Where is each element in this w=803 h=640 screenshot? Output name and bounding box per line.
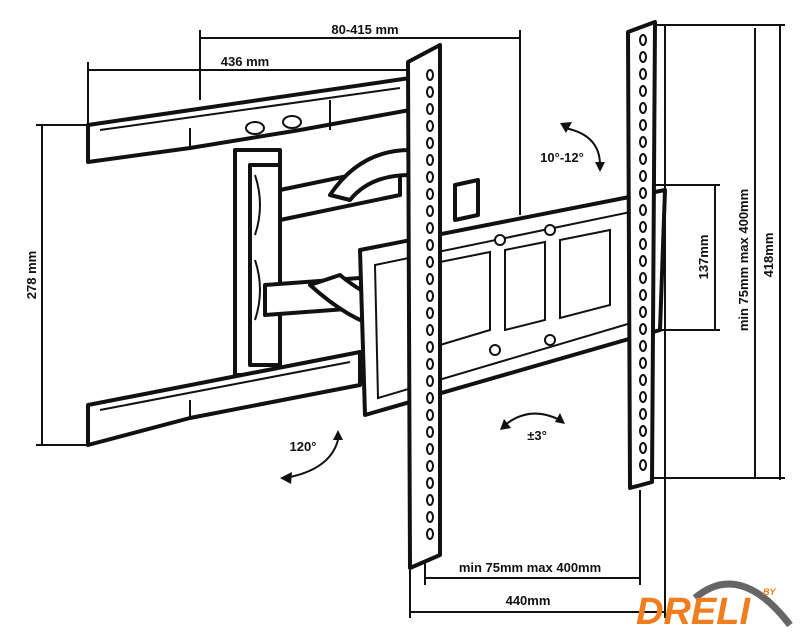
rail-hole — [426, 137, 434, 149]
logo-swoosh — [692, 580, 793, 628]
logo-text: DRELI — [636, 591, 751, 633]
rail-height-label: 418mm — [761, 233, 776, 278]
arm-extension-label: 80-415 mm — [331, 22, 398, 37]
rail-hole — [426, 324, 434, 336]
plate-width-label: 440mm — [506, 593, 551, 608]
rail-hole — [426, 222, 434, 234]
rail-hole — [639, 102, 647, 114]
rail-hole — [639, 136, 647, 148]
rail-hole — [426, 375, 434, 387]
rail-hole — [639, 204, 647, 216]
vesa-vertical-label: min 75mm max 400mm — [736, 189, 751, 331]
rail-hole — [426, 273, 434, 285]
rail-hole — [426, 358, 434, 370]
vertical-rail-left — [406, 43, 442, 570]
rail-hole — [639, 68, 647, 80]
rail-hole — [639, 238, 647, 250]
rail-hole — [426, 86, 434, 98]
tilt-arrow-icon — [560, 122, 605, 172]
rail-hole — [426, 239, 434, 251]
rail-hole — [426, 205, 434, 217]
rail-hole — [639, 255, 647, 267]
rail-hole — [639, 51, 647, 63]
vertical-rail-right — [626, 20, 657, 490]
rail-hole — [639, 323, 647, 335]
rail-hole — [426, 477, 434, 489]
rail-hole — [639, 272, 647, 284]
rail-hole — [426, 103, 434, 115]
rail-hole — [639, 85, 647, 97]
rail-hole — [426, 120, 434, 132]
wall-plate-height-label: 278 mm — [24, 251, 39, 299]
rail-hole — [639, 153, 647, 165]
vesa-horizontal-label: min 75mm max 400mm — [459, 560, 601, 575]
rail-hole — [426, 307, 434, 319]
upper-arm — [86, 76, 412, 222]
rail-hole — [639, 34, 647, 46]
rail-hole — [639, 391, 647, 403]
rail-hole — [426, 290, 434, 302]
rail-hole — [426, 188, 434, 200]
rail-hole — [639, 170, 647, 182]
rail-hole — [426, 171, 434, 183]
dreli-logo: DRELI BY — [636, 580, 793, 633]
rail-hole — [639, 357, 647, 369]
tilt-label: 10°-12° — [540, 150, 584, 165]
level-arrow-icon — [500, 412, 565, 430]
rail-hole — [639, 408, 647, 420]
rail-hole — [639, 289, 647, 301]
rail-hole — [426, 341, 434, 353]
dimension-lines — [36, 24, 785, 618]
arm-length-label: 436 mm — [221, 54, 269, 69]
rail-hole — [639, 425, 647, 437]
rail-hole — [426, 256, 434, 268]
rail-hole — [426, 443, 434, 455]
rail-hole — [639, 306, 647, 318]
rail-hole — [426, 392, 434, 404]
level-adjust-label: ±3° — [527, 428, 547, 443]
rail-hole — [426, 528, 434, 540]
rail-hole — [639, 187, 647, 199]
rail-hole — [426, 460, 434, 472]
swivel-arrow-icon — [280, 430, 343, 484]
logo-by: BY — [763, 587, 776, 597]
rail-hole — [639, 442, 647, 454]
rail-hole — [639, 340, 647, 352]
rail-hole — [426, 409, 434, 421]
rail-hole — [426, 154, 434, 166]
horizontal-plate — [358, 178, 667, 417]
rail-hole — [426, 69, 434, 81]
rail-hole — [639, 374, 647, 386]
rail-hole — [426, 426, 434, 438]
wall-plate — [233, 148, 282, 377]
rail-hole — [639, 119, 647, 131]
rail-hole — [426, 511, 434, 523]
rail-hole — [426, 494, 434, 506]
plate-height-label: 137mm — [696, 235, 711, 280]
rail-hole — [639, 221, 647, 233]
swivel-label: 120° — [290, 439, 317, 454]
rail-hole — [639, 459, 647, 471]
